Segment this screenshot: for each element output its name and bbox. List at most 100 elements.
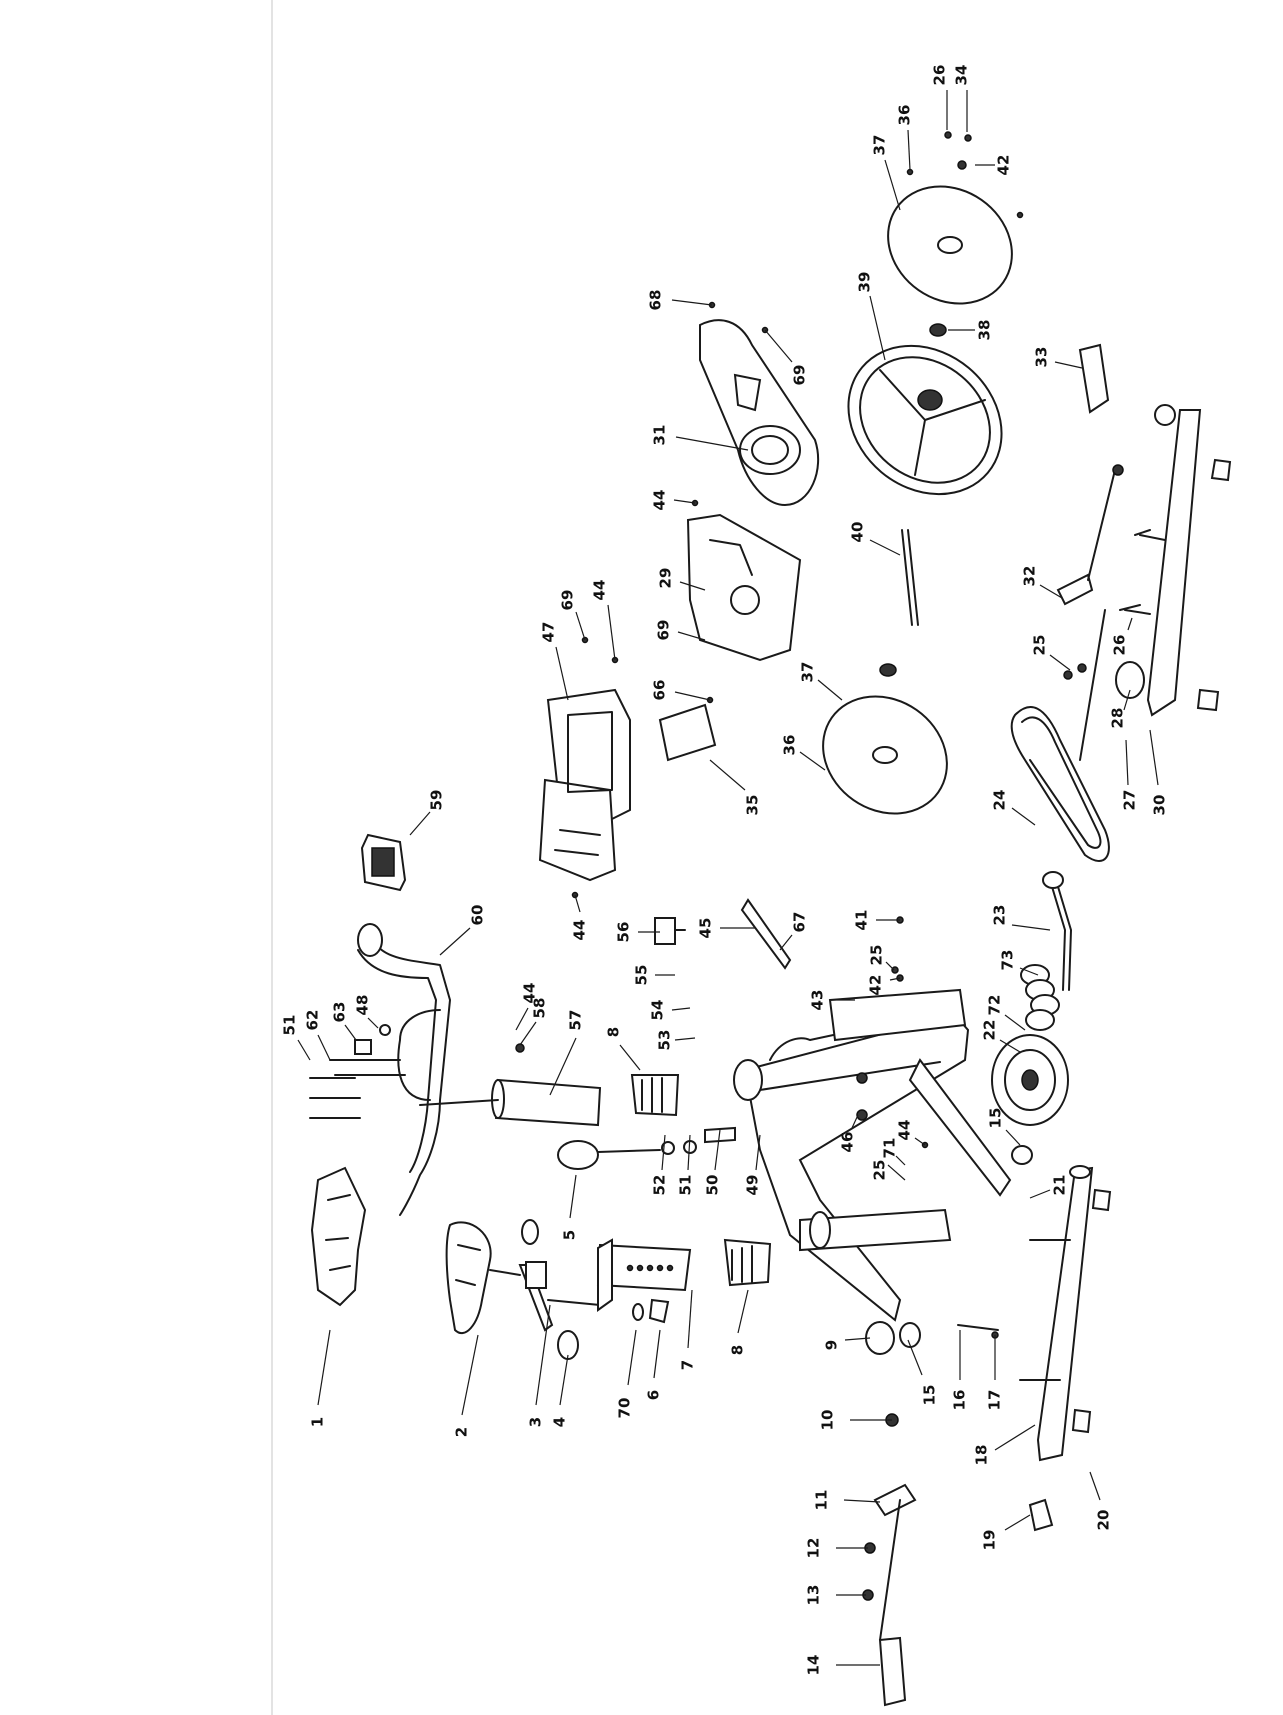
callout-label: 43	[809, 990, 827, 1011]
callout-leader	[661, 1134, 666, 1171]
part-brackets	[654, 703, 792, 970]
callout-leader	[1127, 617, 1133, 631]
callout-leader	[1125, 739, 1129, 786]
callout-label: 46	[839, 1132, 857, 1153]
callout-label: 27	[1121, 790, 1139, 811]
callout-leader	[627, 1329, 637, 1386]
callout-label: 32	[1021, 566, 1039, 587]
callout-label: 38	[976, 320, 994, 341]
callout-label: 63	[331, 1002, 349, 1023]
part-flywheel	[847, 323, 1003, 496]
callout-leader	[687, 1134, 691, 1171]
callout-leader	[1005, 1129, 1021, 1146]
part-main-frame	[733, 988, 1012, 1322]
callout-label: 14	[805, 1655, 823, 1676]
callout-label: 36	[781, 735, 799, 756]
callout-leader	[1019, 967, 1039, 976]
callout-leader	[779, 934, 793, 951]
part-console-tray	[310, 1166, 367, 1307]
callout-label: 26	[1111, 635, 1129, 656]
callout-leader	[895, 1155, 906, 1166]
callout-label: 15	[921, 1385, 939, 1406]
callout-label: 66	[651, 680, 669, 701]
callout-leader	[1089, 1471, 1101, 1501]
callout-leader	[574, 894, 581, 913]
callout-leader	[1004, 1014, 1026, 1031]
callout-label: 23	[991, 905, 1009, 926]
callout-label: 40	[849, 522, 867, 543]
callout-label: 34	[953, 65, 971, 86]
callout-label: 33	[1033, 347, 1051, 368]
callout-leader	[687, 1289, 693, 1349]
callout-leader	[885, 961, 895, 971]
callout-label: 29	[657, 568, 675, 589]
callout-label: 71	[881, 1138, 899, 1159]
callout-label: 44	[651, 490, 669, 511]
callout-leader	[714, 1129, 721, 1171]
callout-label: 13	[805, 1585, 823, 1606]
callout-label: 39	[856, 272, 874, 293]
callout-label: 48	[354, 995, 372, 1016]
callout-label: 69	[655, 620, 673, 641]
callout-label: 25	[1031, 635, 1049, 656]
callout-label: 16	[951, 1390, 969, 1411]
callout-leader	[843, 1499, 881, 1503]
callout-leader	[799, 751, 826, 771]
callout-leader	[709, 759, 746, 791]
callout-label: 35	[744, 795, 762, 816]
part-pulley	[1063, 609, 1145, 761]
callout-leader	[317, 1329, 331, 1406]
callout-leader	[674, 691, 711, 701]
callout-label: 25	[868, 945, 886, 966]
callout-label: 55	[633, 965, 651, 986]
callout-leader	[999, 1039, 1021, 1053]
part-flywheel-axle	[879, 529, 919, 677]
part-seat-slider	[489, 1219, 601, 1360]
callout-label: 24	[991, 790, 1009, 811]
callout-label: 67	[791, 912, 809, 933]
callout-leader	[1123, 689, 1131, 711]
callout-leader	[607, 604, 616, 661]
callout-label: 30	[1151, 795, 1169, 816]
callout-leader	[1029, 1189, 1051, 1199]
callout-leader	[869, 295, 886, 361]
callout-leader	[817, 679, 843, 701]
callout-label: 6	[645, 1390, 663, 1400]
callout-label: 3	[527, 1417, 545, 1427]
part-flywheel-cover	[822, 185, 1013, 815]
callout-leader	[569, 1174, 577, 1219]
callout-leader	[889, 977, 901, 981]
callout-label: 72	[986, 995, 1004, 1016]
callout-leader	[439, 927, 471, 956]
callout-label: 51	[677, 1175, 695, 1196]
callout-leader	[994, 1424, 1036, 1451]
callout-label: 73	[999, 950, 1017, 971]
callout-leader	[755, 1134, 761, 1171]
callout-label: 31	[651, 425, 669, 446]
part-right-crank	[1056, 343, 1124, 606]
callout-label: 15	[987, 1108, 1005, 1129]
part-bushings	[865, 1145, 1033, 1355]
callout-leader	[675, 436, 749, 451]
callout-leader	[1011, 807, 1036, 826]
part-front-stabilizer	[1019, 1165, 1112, 1532]
callout-label: 19	[981, 1530, 999, 1551]
part-handlebar-bolts	[309, 1024, 391, 1119]
callout-label: 58	[531, 998, 549, 1019]
callout-leader	[671, 299, 713, 306]
callout-label: 11	[813, 1490, 831, 1511]
part-monitor	[360, 833, 407, 892]
callout-leader	[344, 1024, 357, 1041]
callout-label: 4	[551, 1417, 569, 1427]
callout-leader	[1149, 729, 1159, 786]
callout-label: 8	[729, 1345, 747, 1355]
part-end-cap	[630, 1074, 772, 1287]
callout-leader	[559, 1354, 569, 1406]
callout-leader	[1054, 361, 1083, 369]
callout-label: 41	[853, 910, 871, 931]
callout-label: 54	[649, 1000, 667, 1021]
callout-leader	[674, 1037, 696, 1041]
callout-label: 36	[896, 105, 914, 126]
